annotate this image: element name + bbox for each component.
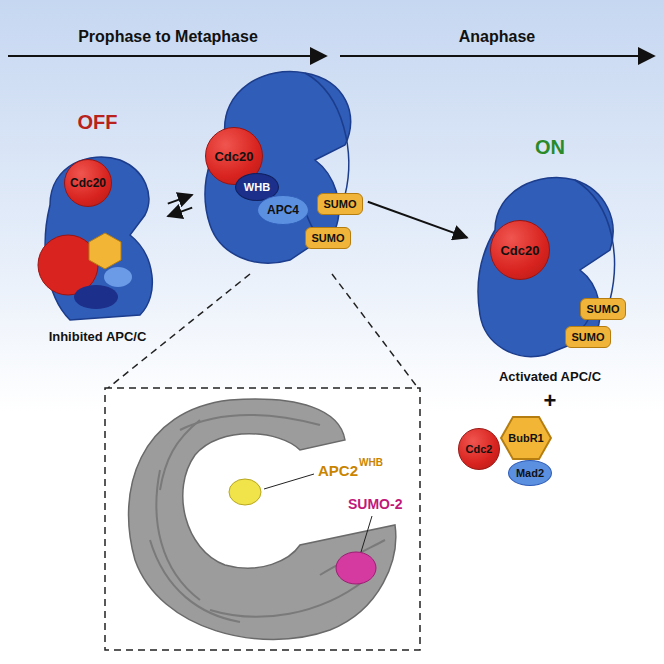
sumo-tag: SUMO: [305, 227, 351, 249]
bubr1-hexagon: BubR1: [500, 416, 552, 460]
node-label: Cdc20: [214, 149, 253, 164]
complex-caption: Activated APC/C: [499, 369, 601, 384]
zoom-line: [332, 274, 418, 388]
density-texture: [150, 415, 385, 622]
apc-c-complex: ONActivated APC/CCdc20SUMOSUMO: [470, 170, 630, 365]
state-label: OFF: [78, 111, 118, 134]
timeline-arrow: [340, 55, 654, 57]
apc4-subunit: APC4: [257, 195, 309, 225]
node-label: Cdc20: [500, 243, 539, 258]
transition-arrow: [168, 208, 192, 217]
sumo-tag: SUMO: [580, 298, 626, 320]
node-label: SUMO: [312, 232, 345, 244]
superscript-label: WHB: [359, 457, 383, 468]
leader-line: [264, 474, 314, 489]
state-label: ON: [535, 136, 565, 159]
whb-density: [229, 479, 261, 505]
node-label: BubR1: [508, 432, 543, 444]
node-label: SUMO: [324, 198, 357, 210]
sumo-tag: SUMO: [565, 326, 611, 348]
node-label: Cdc2: [466, 443, 493, 455]
node-label: Cdc20: [70, 176, 106, 190]
apc-c-complex: Cdc20WHBAPC4SUMOSUMO: [195, 65, 365, 275]
cdc20-circle: Cdc20: [490, 220, 550, 280]
complex-caption: Inhibited APC/C: [49, 329, 147, 344]
cdc20-circle: Cdc2: [458, 428, 500, 470]
structure-label: APC2: [318, 462, 358, 479]
transition-arrow: [368, 202, 467, 238]
apc-c-complex: OFFInhibited APC/CCdc20: [30, 145, 165, 325]
plus-sign: +: [544, 388, 557, 414]
cdc20-circle: Cdc20: [64, 159, 112, 207]
inset-frame: [105, 388, 420, 650]
sumo-tag: SUMO: [317, 193, 363, 215]
mad2-subunit: Mad2: [508, 460, 552, 486]
node-label: Mad2: [516, 467, 544, 479]
cryo-em-density: [129, 399, 396, 639]
phase-label: Anaphase: [459, 28, 535, 46]
timeline-arrow: [8, 55, 326, 57]
leader-line: [361, 516, 372, 552]
node-label: APC4: [267, 203, 299, 217]
phase-label: Prophase to Metaphase: [78, 28, 258, 46]
node-label: WHB: [244, 181, 270, 193]
sumo-density: [336, 552, 376, 584]
node-label: SUMO: [587, 303, 620, 315]
node-label: SUMO: [572, 331, 605, 343]
structure-label: SUMO-2: [348, 496, 402, 512]
transition-arrow: [168, 195, 192, 204]
